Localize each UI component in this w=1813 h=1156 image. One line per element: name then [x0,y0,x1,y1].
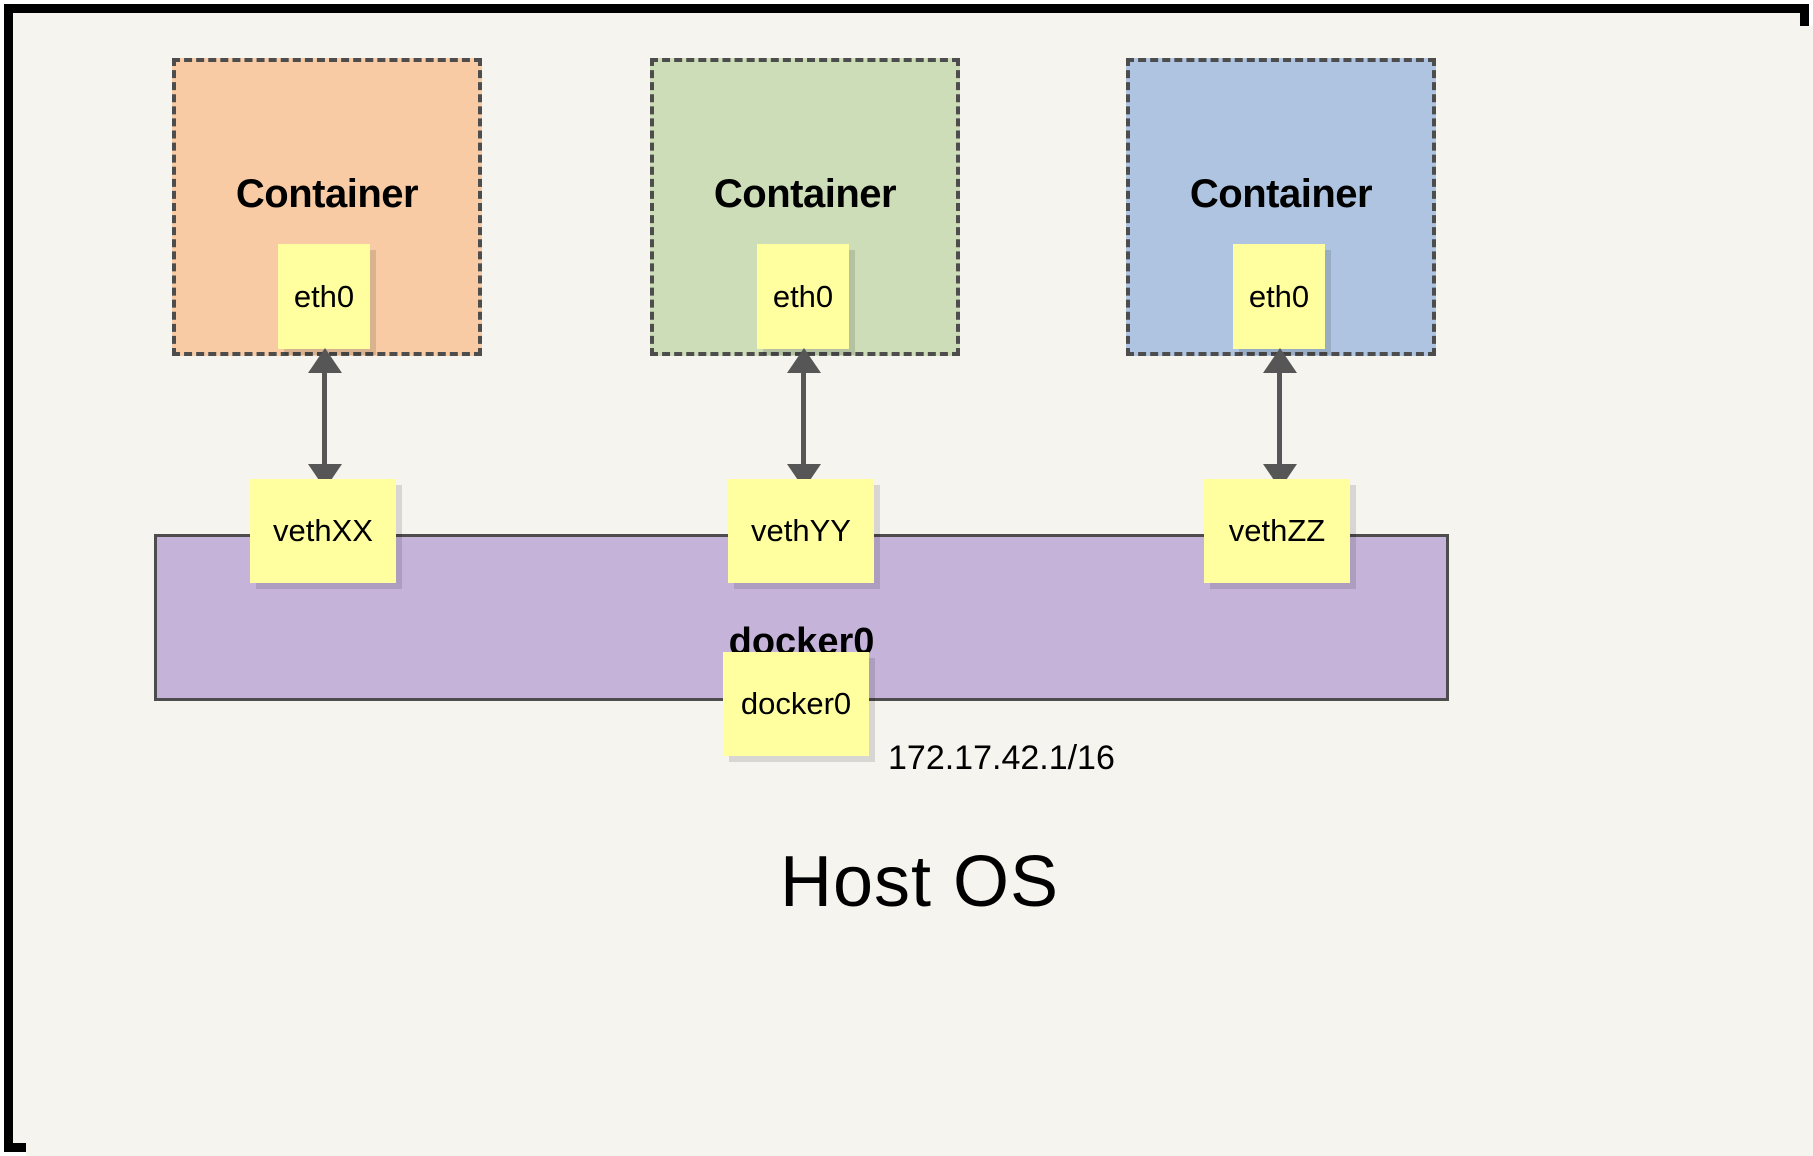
container-title-2: Container [713,172,897,216]
arrow-shaft-2 [801,366,806,472]
veth-label-2: vethYY [751,513,851,548]
eth0-interface-2: eth0 [757,244,849,349]
veth-box-1: vethXX [250,479,396,583]
veth-box-3: vethZZ [1204,479,1350,583]
arrow-shaft-3 [1277,366,1282,472]
docker0-ip-label: 172.17.42.1/16 [888,739,1115,777]
container-title-3: Container [1189,172,1373,216]
veth-label-3: vethZZ [1228,513,1326,548]
veth-label-1: vethXX [273,513,373,548]
eth0-interface-3: eth0 [1233,244,1325,349]
eth0-label-3: eth0 [1248,278,1310,314]
eth0-interface-1: eth0 [278,244,370,349]
host-os-label: Host OS [779,842,1060,922]
eth0-label-2: eth0 [772,278,834,314]
eth0-label-1: eth0 [293,278,355,314]
docker0-interface-label: docker0 [740,686,852,721]
veth-box-2: vethYY [728,479,874,583]
outer-frame: Container eth0 Container eth0 Container … [4,4,1813,1156]
container-title-1: Container [235,172,419,216]
host-os-area: Container eth0 Container eth0 Container … [26,26,1813,1156]
docker0-interface-box: docker0 [723,652,869,756]
arrow-shaft-1 [322,366,327,472]
